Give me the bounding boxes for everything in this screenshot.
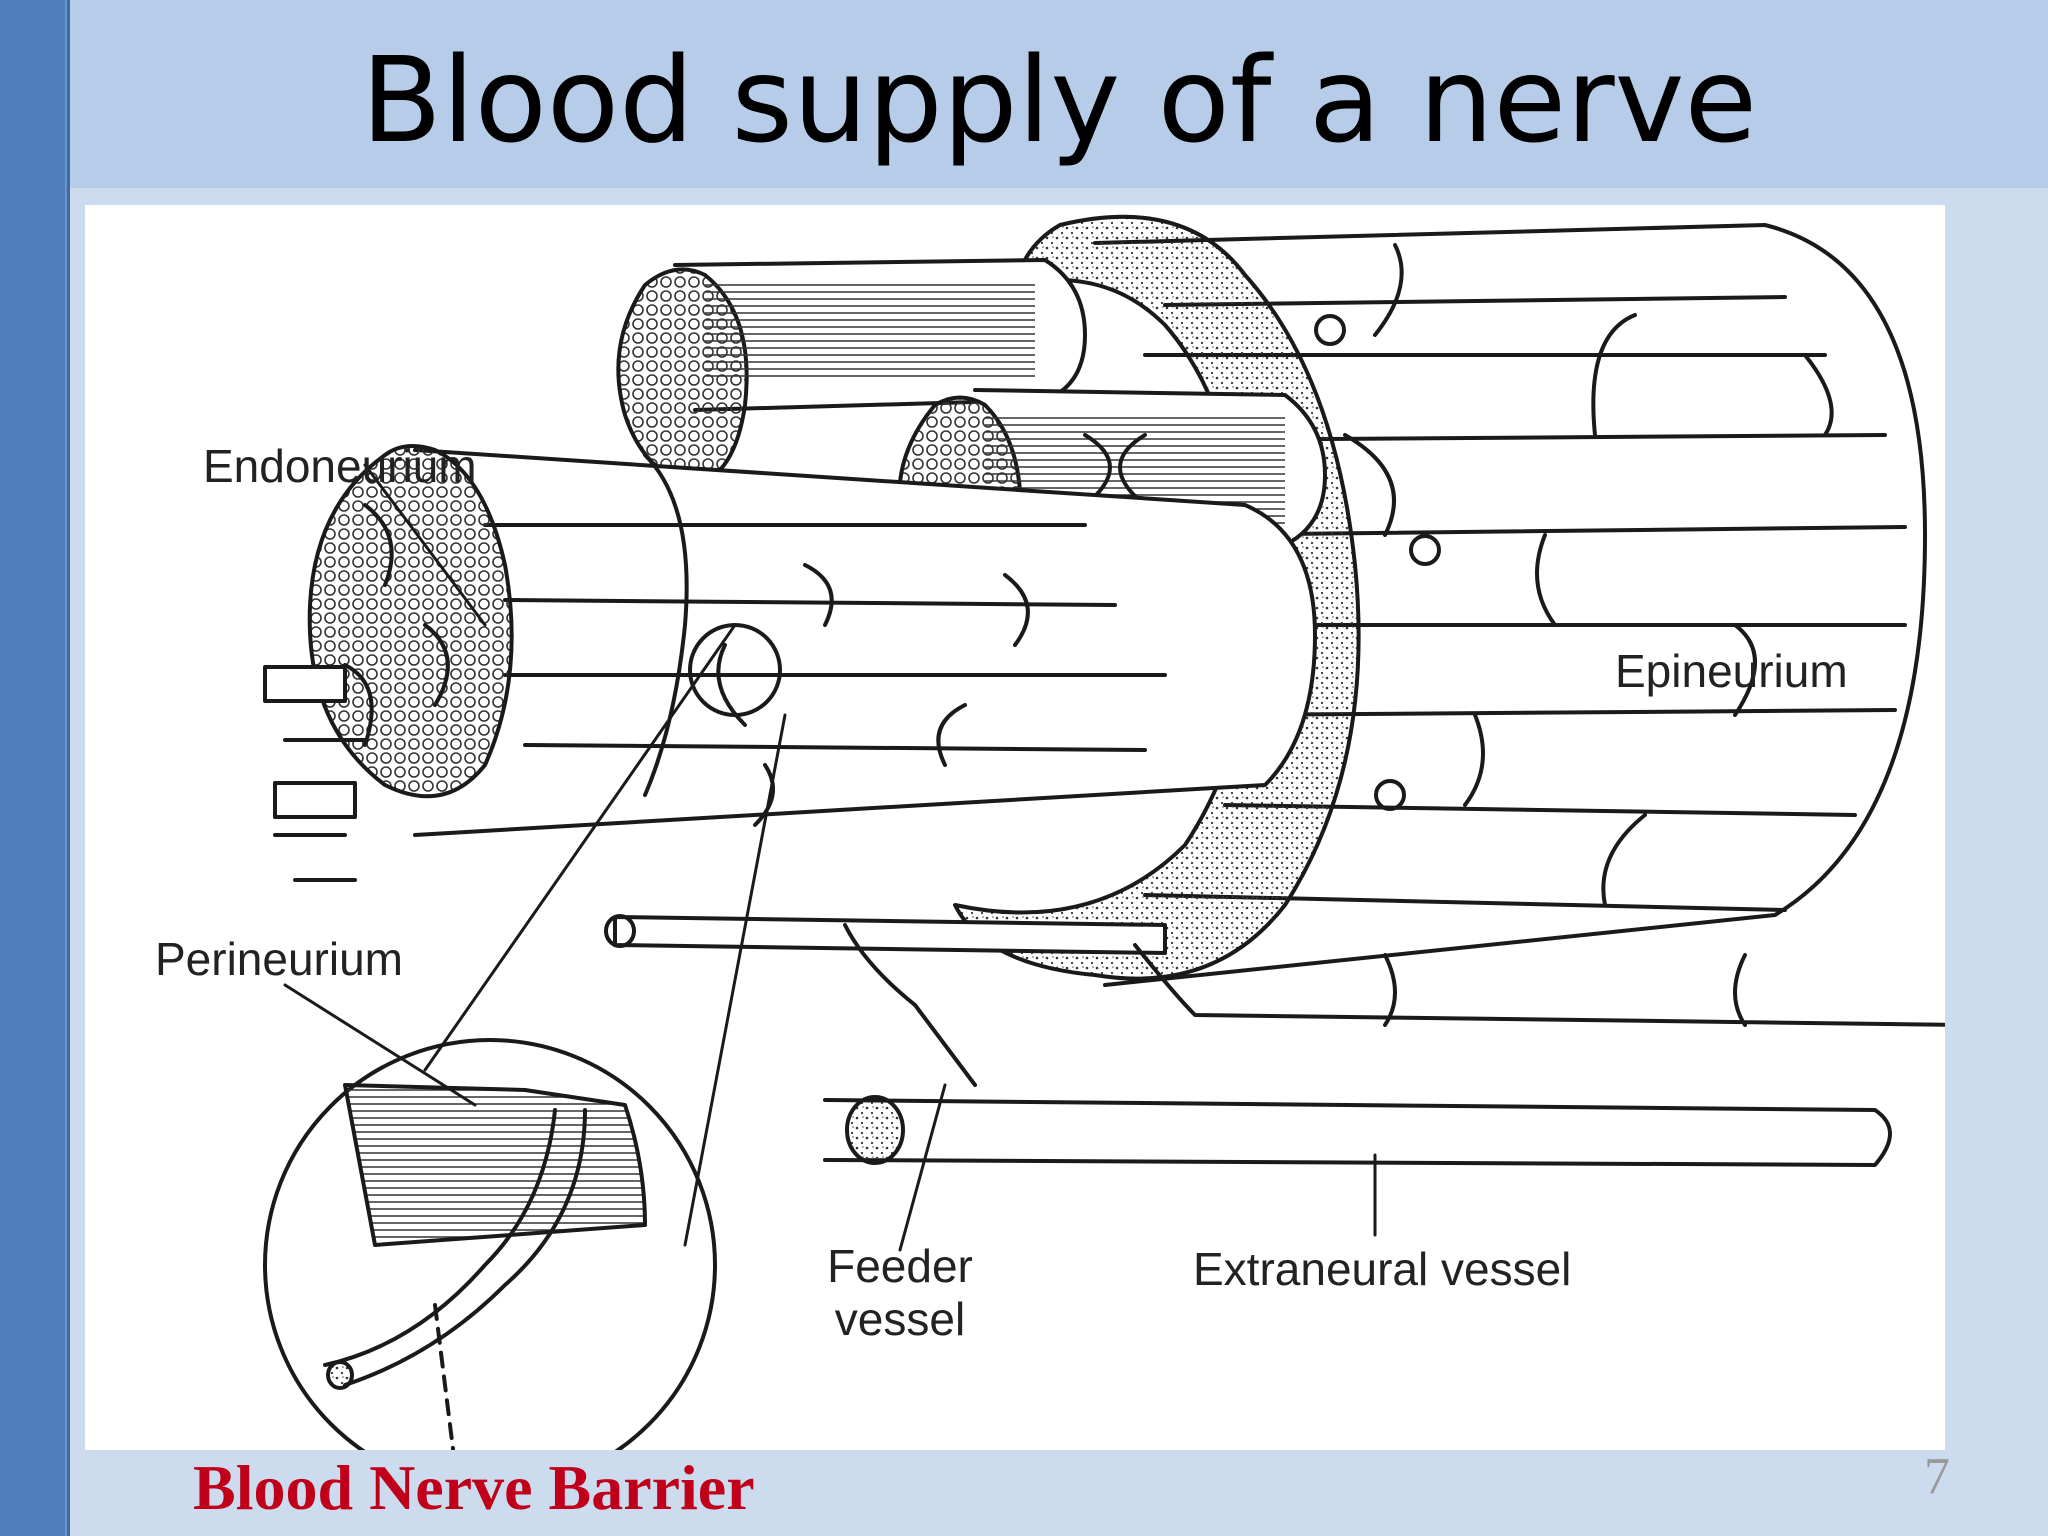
slide-accent-bar (0, 0, 70, 1536)
footer-caption: Blood Nerve Barrier (193, 1452, 755, 1523)
nerve-illustration (263, 214, 1945, 1450)
title-band (70, 0, 2048, 188)
label-extraneural-vessel: Extraneural vessel (1193, 1243, 1572, 1295)
nerve-diagram-figure: Endoneurium Perineurium Epineurium Feede… (85, 205, 1945, 1450)
label-perineurium: Perineurium (155, 933, 403, 985)
label-endoneurium: Endoneurium (203, 440, 477, 492)
label-feeder-vessel: Feeder vessel (820, 1240, 980, 1346)
slide-number: 7 (1924, 1448, 1950, 1505)
vessels (604, 914, 1945, 1252)
nerve-trunk (263, 444, 1317, 882)
label-feeder-vessel-line1: Feeder (827, 1240, 973, 1292)
slide-title: Blood supply of a nerve (360, 31, 1758, 169)
label-feeder-vessel-line2: vessel (834, 1292, 966, 1345)
magnified-inset (263, 463, 787, 1450)
label-epineurium: Epineurium (1615, 645, 1848, 697)
